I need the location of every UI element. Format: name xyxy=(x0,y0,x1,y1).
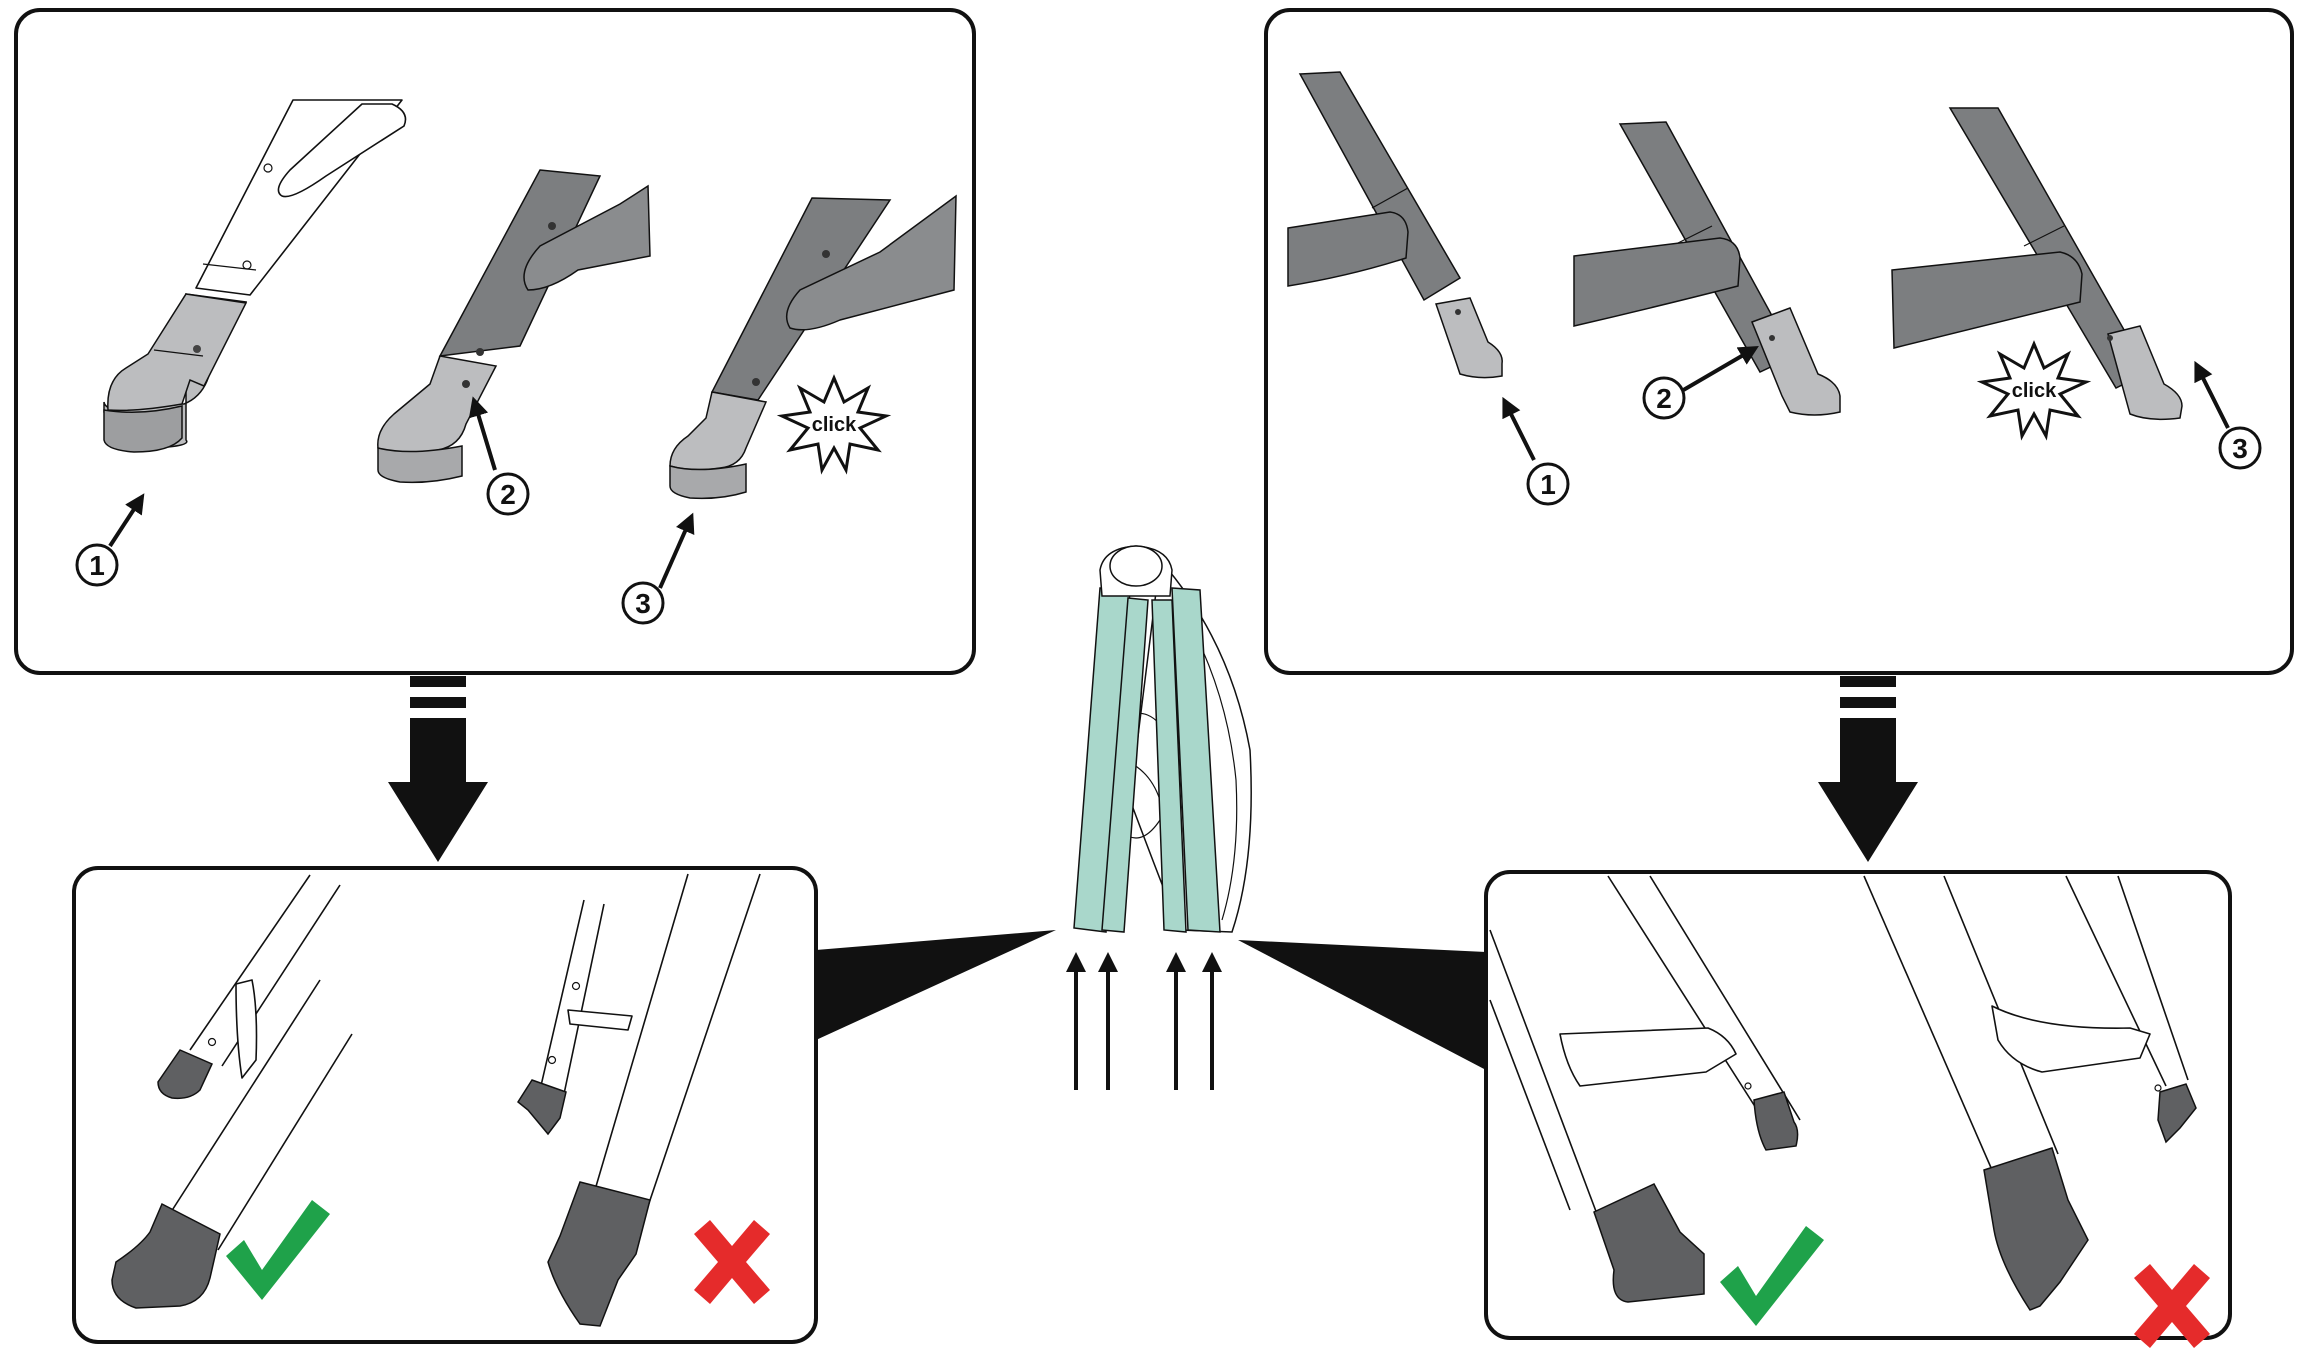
arrow-down-icon xyxy=(1818,676,1918,862)
panel-top-right: 1 2 click 3 xyxy=(1264,8,2294,675)
cross-icon xyxy=(694,1220,770,1304)
right-step1-number: 1 xyxy=(1540,469,1556,500)
checkmark-icon xyxy=(226,1200,330,1300)
panel-bottom-right xyxy=(1484,870,2232,1348)
arrow-up-icon xyxy=(1678,345,1759,394)
arrow-up-icon xyxy=(1066,952,1222,1090)
folded-stand xyxy=(1073,545,1252,933)
correct-example-right xyxy=(1489,875,1801,1303)
right-step1-illustration xyxy=(1287,71,1503,379)
arrow-up-icon xyxy=(1502,396,1536,461)
left-step2-number: 2 xyxy=(500,479,516,510)
right-click-label: click xyxy=(2012,380,2057,402)
left-step3-illustration xyxy=(669,194,957,500)
right-step2-number: 2 xyxy=(1656,383,1672,414)
arrow-down-icon xyxy=(388,676,488,862)
left-step1-number: 1 xyxy=(89,550,105,581)
callout-wedge-right xyxy=(1238,940,1486,1070)
left-step1-illustration xyxy=(103,99,407,453)
right-step3-number: 3 xyxy=(2232,433,2248,464)
right-step3-illustration xyxy=(1891,107,2183,421)
incorrect-example-left xyxy=(517,873,761,1327)
left-click-label: click xyxy=(812,414,857,436)
correct-example-left xyxy=(111,874,353,1309)
arrow-up-icon xyxy=(658,512,695,589)
left-step3-number: 3 xyxy=(635,588,651,619)
callout-wedge-left xyxy=(816,930,1056,1040)
panel-top-left: 1 2 click 3 xyxy=(14,8,976,675)
incorrect-example-right xyxy=(1863,875,2197,1311)
left-step2-illustration xyxy=(377,169,651,484)
cross-icon xyxy=(2134,1264,2210,1348)
checkmark-icon xyxy=(1720,1226,1824,1326)
panel-bottom-left xyxy=(72,866,818,1344)
arrow-up-icon xyxy=(2194,360,2230,429)
arrow-up-icon xyxy=(108,493,145,548)
right-step2-illustration xyxy=(1573,121,1841,416)
arrow-up-icon xyxy=(468,396,497,471)
